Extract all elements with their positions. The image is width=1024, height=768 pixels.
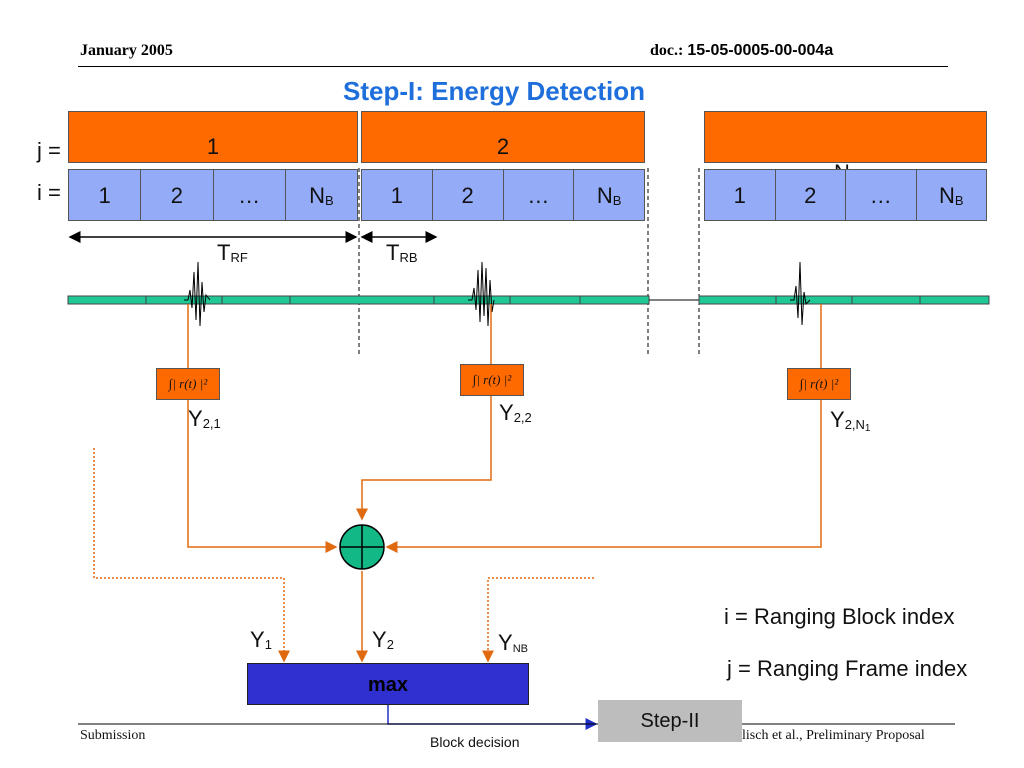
legend-i-index: i = Ranging Block index [724,604,955,629]
j-row-label: j = [37,138,61,163]
input-ynb: YNB [498,630,528,655]
frame-separators [358,168,700,356]
trb-label: TRB [386,240,418,265]
block-cell: … [846,170,917,220]
header-doc: doc.: 15-05-0005-00-004a [650,42,833,60]
block-row-n1: 1 2 … NB [704,169,987,221]
legend-j-index: j = Ranging Frame index [727,656,968,681]
header-date: January 2005 [80,42,173,59]
frame-1: 1 [68,111,358,163]
slide-title: Step-I: Energy Detection [343,76,645,106]
input-y1: Y1 [250,627,272,652]
integrator-box-2: ∫| r(t) |² [460,364,524,396]
block-cell: 2 [433,170,504,220]
block-cell: NB [938,183,964,208]
block-cell: 1 [362,170,433,220]
block-cell: … [214,170,286,220]
output-y22: Y2,2 [499,400,532,425]
max-block: max [247,663,529,705]
trf-label: TRF [217,240,248,265]
block-cell: NB [596,183,622,208]
frame-2: 2 [361,111,645,163]
block-cell: 1 [705,170,776,220]
integrator-box-n1: ∫| r(t) |² [787,368,851,400]
block-decision-label: Block decision [430,734,520,750]
block-cell: 2 [776,170,846,220]
doc-label: doc.: [650,42,684,59]
doc-number: 15-05-0005-00-004a [687,42,834,59]
timeline-bar [67,295,990,305]
block-row-2: 1 2 … NB [361,169,645,221]
frame-n1: N1 [704,111,987,185]
block-cell: … [504,170,575,220]
output-y21: Y2,1 [188,406,221,431]
block-row-1: 1 2 … NB [68,169,358,221]
decision-wire [387,705,598,730]
block-cell: 1 [69,170,142,220]
step-ii-box: Step-II [598,700,742,742]
i-row-label: i = [37,180,61,205]
header-rule [78,66,948,67]
output-y2n1: Y2,N1 [830,407,871,434]
input-y2: Y2 [372,627,394,652]
footer-submission: Submission [80,728,146,743]
block-cell: 2 [141,170,214,220]
integrator-box-1: ∫| r(t) |² [156,368,220,400]
block-cell: NB [309,183,334,208]
pulse-waveforms [184,261,811,327]
signal-wires [93,304,822,663]
footer-authors: lisch et al., Preliminary Proposal [742,728,925,743]
adder-node [339,524,385,570]
